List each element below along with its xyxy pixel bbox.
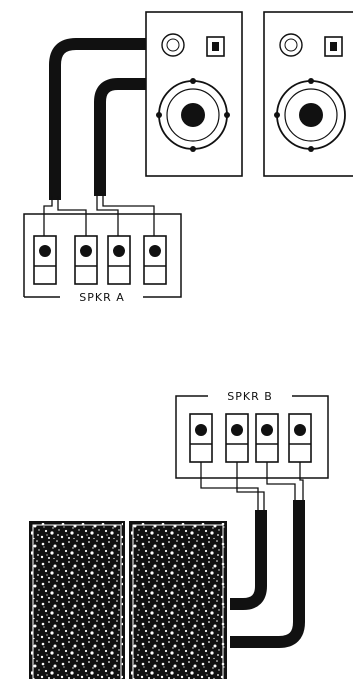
speaker-wire-pair-a: [43, 192, 155, 236]
terminal-jack-icon: [225, 413, 249, 463]
level-control-icon: [206, 36, 225, 57]
terminal-label-spkr-b: SPKR B: [227, 390, 273, 403]
level-control-icon: [324, 36, 343, 57]
tweeter-icon: [279, 33, 303, 57]
speaker-cable-icon: [230, 500, 305, 648]
terminal-jack-icon: [143, 235, 167, 285]
woofer-icon: [156, 78, 230, 152]
speaker-wire-pair-b: [200, 462, 304, 512]
speaker-grille-right: [129, 521, 227, 679]
terminal-jack-icon: [288, 413, 312, 463]
speaker-cabinet-right: [263, 11, 353, 177]
terminal-jack-icon: [33, 235, 57, 285]
speaker-cable-icon: [49, 38, 146, 200]
terminal-jack-icon: [107, 235, 131, 285]
speaker-cabinet-left: [145, 11, 243, 177]
tweeter-icon: [161, 33, 185, 57]
terminal-block-spkr-b: SPKR B: [175, 390, 329, 479]
terminal-label-spkr-a: SPKR A: [79, 291, 125, 304]
woofer-icon: [274, 78, 346, 152]
terminal-block-spkr-a: SPKR A: [23, 213, 182, 304]
speaker-grille-left: [29, 521, 125, 679]
terminal-jack-icon: [74, 235, 98, 285]
terminal-jack-icon: [255, 413, 279, 463]
terminal-jack-icon: [189, 413, 213, 463]
